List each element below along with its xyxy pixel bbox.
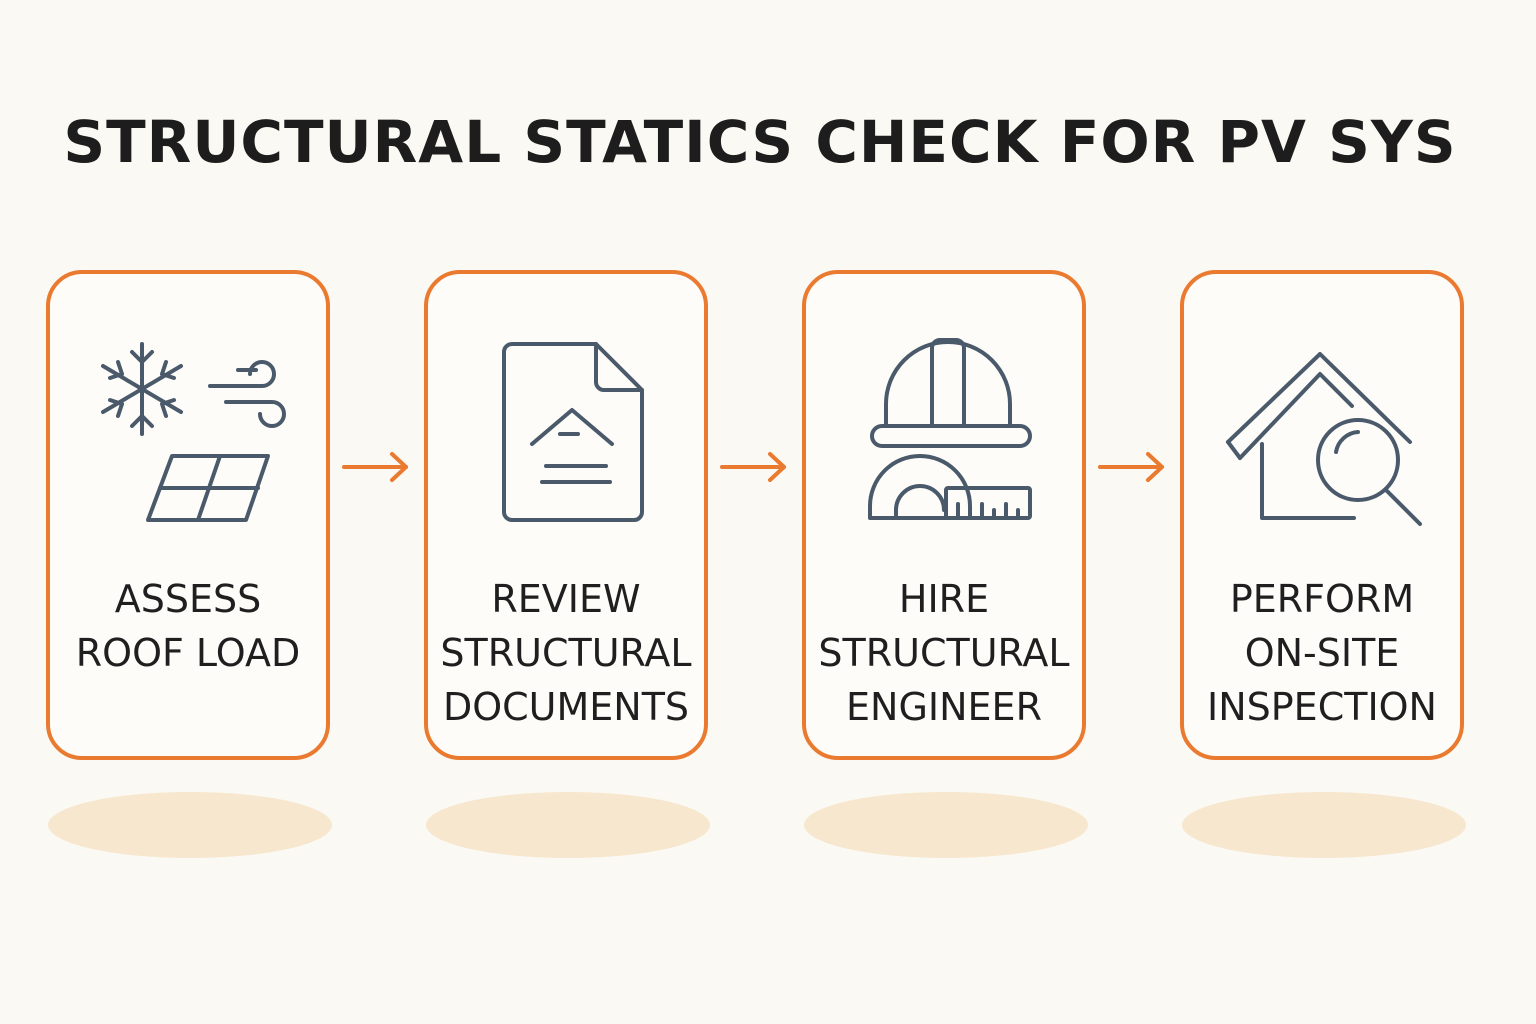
step-label-line: HIRE bbox=[898, 577, 990, 621]
step-assess-roof-load: ASSESS ROOF LOAD bbox=[46, 270, 330, 760]
document-icon bbox=[502, 342, 644, 522]
step-label: REVIEW STRUCTURAL DOCUMENTS bbox=[418, 572, 714, 734]
step-shadow bbox=[1182, 792, 1466, 858]
step-label-line: INSPECTION bbox=[1207, 685, 1437, 729]
step-label-line: ENGINEER bbox=[846, 685, 1042, 729]
step-label: ASSESS ROOF LOAD bbox=[40, 572, 336, 680]
house-magnifier-icon bbox=[1226, 352, 1422, 526]
step-shadow bbox=[426, 792, 710, 858]
snow-wind-solar-panel-icon bbox=[101, 342, 286, 522]
step-label-line: STRUCTURAL bbox=[818, 631, 1070, 675]
step-label-line: ASSESS bbox=[114, 577, 262, 621]
step-label: PERFORM ON-SITE INSPECTION bbox=[1174, 572, 1470, 734]
diagram-title: STRUCTURAL STATICS CHECK FOR PV SYS bbox=[63, 108, 1457, 176]
step-label-line: STRUCTURAL bbox=[440, 631, 692, 675]
hardhat-ruler-icon bbox=[868, 338, 1032, 520]
step-label-line: ON-SITE bbox=[1244, 631, 1400, 675]
step-label-line: REVIEW bbox=[491, 577, 641, 621]
step-shadow bbox=[804, 792, 1088, 858]
step-label: HIRE STRUCTURAL ENGINEER bbox=[796, 572, 1092, 734]
arrow-right-icon bbox=[342, 452, 408, 482]
step-hire-structural-engineer: HIRE STRUCTURAL ENGINEER bbox=[802, 270, 1086, 760]
step-review-structural-documents: REVIEW STRUCTURAL DOCUMENTS bbox=[424, 270, 708, 760]
arrow-right-icon bbox=[1098, 452, 1164, 482]
step-label-line: DOCUMENTS bbox=[442, 685, 690, 729]
step-perform-on-site-inspection: PERFORM ON-SITE INSPECTION bbox=[1180, 270, 1464, 760]
step-label-line: PERFORM bbox=[1229, 577, 1415, 621]
arrow-right-icon bbox=[720, 452, 786, 482]
step-shadow bbox=[48, 792, 332, 858]
step-label-line: ROOF LOAD bbox=[75, 631, 301, 675]
